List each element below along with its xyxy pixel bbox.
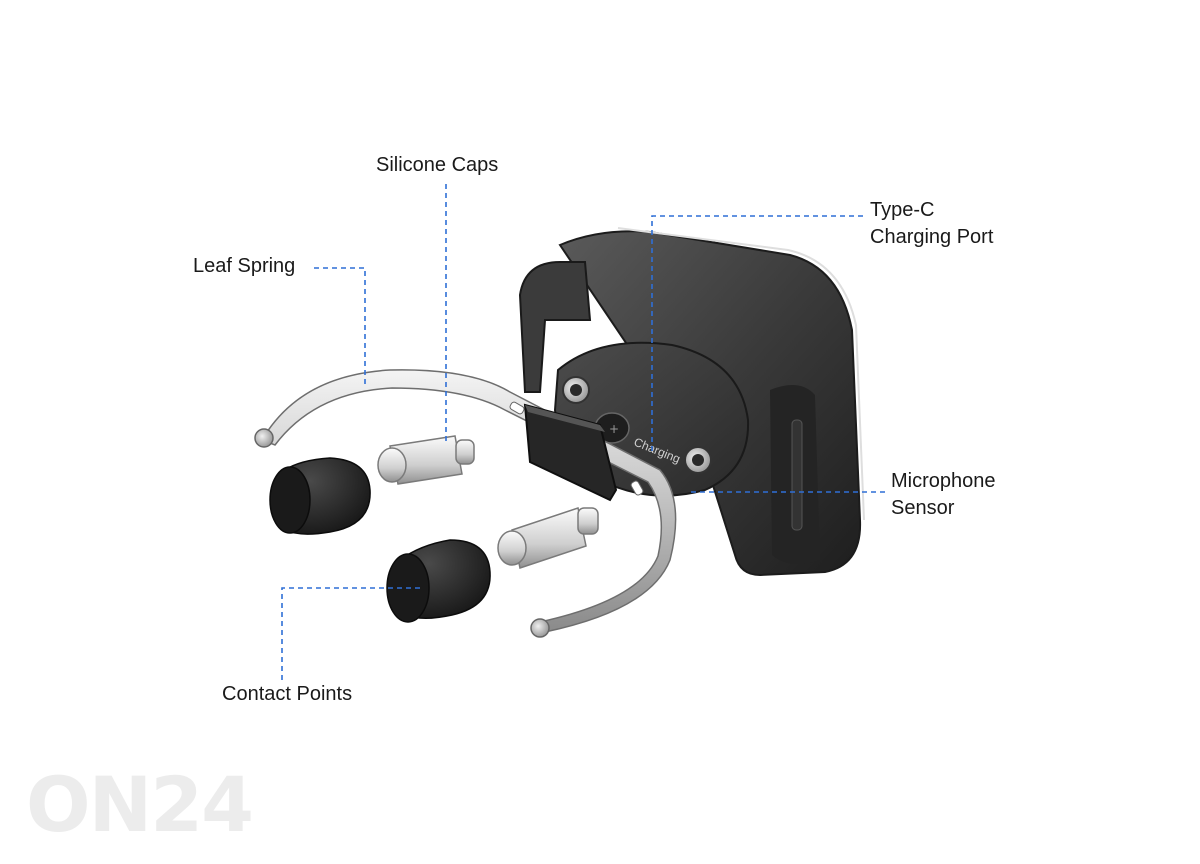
leader-lines (281, 184, 885, 682)
leader-leaf-spring (314, 267, 366, 388)
silicone-caps-label: Silicone Caps (376, 152, 498, 179)
contact-points-text: Contact Points (222, 683, 353, 705)
silicone-cap-upper (269, 457, 371, 535)
leader-contact-points (281, 587, 420, 682)
leaf-spring-end-left (254, 428, 274, 448)
contact-point-lower (497, 507, 599, 569)
leaf-spring-label: Leaf Spring (193, 253, 295, 280)
svg-text:+: + (609, 422, 619, 436)
contact-point-upper (377, 435, 475, 485)
leaf-spring-end-right (530, 618, 550, 638)
silicone-cap-lower (386, 539, 491, 623)
microphone-text-line2: Sensor (891, 497, 955, 519)
microphone-text-line1: Microphone (891, 470, 996, 492)
watermark-logo: ON24 (26, 760, 254, 849)
leader-type-c (651, 215, 863, 452)
microphone-sensor-label: Microphone Sensor (891, 468, 996, 522)
leaf-spring-text: Leaf Spring (193, 255, 296, 277)
type-c-text-line1: Type-C (870, 199, 935, 221)
contact-points-label: Contact Points (222, 681, 352, 708)
type-c-text-line2: Charging Port (870, 226, 994, 248)
type-c-charging-port-label: Type-C Charging Port (870, 197, 993, 251)
silicone-caps-text: Silicone Caps (376, 154, 499, 176)
